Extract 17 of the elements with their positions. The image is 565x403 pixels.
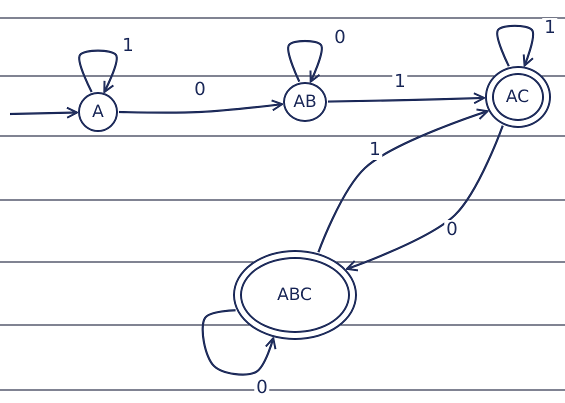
state-circle	[78, 92, 118, 132]
self-loop-arrow	[78, 50, 118, 93]
state-name: ABC	[277, 284, 312, 304]
state-name: AB	[293, 92, 317, 112]
transition-arrow	[346, 125, 504, 272]
self-loop-arrow	[202, 309, 276, 376]
transition-arrow	[317, 108, 489, 253]
state-name: AC	[506, 86, 530, 106]
transition-arrow	[10, 106, 78, 119]
state-circle	[492, 72, 544, 120]
self-loop-arrow	[496, 24, 534, 67]
state-circle	[240, 256, 350, 332]
self-loop-arrow	[287, 40, 323, 83]
transition-arrow	[328, 92, 486, 104]
transition-arrow	[118, 99, 284, 114]
state-name: A	[92, 102, 104, 122]
state-circle	[283, 82, 327, 122]
